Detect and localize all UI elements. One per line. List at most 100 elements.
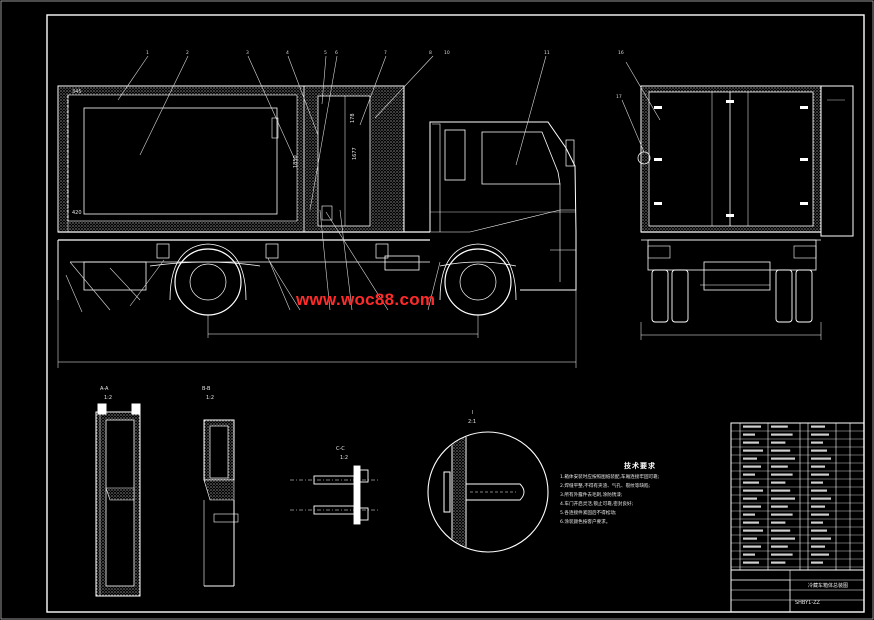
bom-text-mark (743, 433, 755, 436)
drawing-code: SHBY1-ZZ (795, 600, 820, 606)
bom-text-mark (811, 465, 825, 468)
watermark-text: www.woc88.com (296, 290, 436, 309)
svg-text:16: 16 (618, 50, 624, 56)
svg-text:I: I (472, 410, 473, 416)
bom-text-mark (743, 513, 755, 516)
bom-text-mark (743, 457, 757, 460)
rear-view (621, 61, 854, 340)
svg-text:2:1: 2:1 (468, 419, 476, 425)
technical-notes: 技术要求 1.箱体安装时应按照图纸装配,车厢连接牢固可靠; 2.焊缝平整,不得有… (560, 462, 720, 527)
signature-strip (730, 579, 791, 613)
bom-text-mark (743, 441, 759, 444)
svg-text:1:2: 1:2 (206, 395, 214, 401)
svg-text:1850: 1850 (293, 155, 299, 168)
svg-text:C-C: C-C (336, 446, 345, 452)
svg-text:178: 178 (350, 113, 356, 123)
bom-text-mark (811, 425, 825, 428)
bom-text-mark (743, 497, 757, 500)
svg-text:A-A: A-A (100, 386, 109, 392)
svg-text:5: 5 (324, 50, 327, 56)
svg-text:1:2: 1:2 (104, 395, 112, 401)
svg-text:1:2: 1:2 (340, 455, 348, 461)
svg-text:345: 345 (72, 89, 82, 95)
bom-text-mark (811, 449, 827, 452)
bom-text-mark (811, 521, 823, 524)
inline-dimension-text: 345 420 1850 1677 178 (72, 89, 358, 216)
bom-text-mark (811, 513, 829, 516)
bom-text-mark (771, 497, 795, 500)
bom-text-mark (771, 513, 793, 516)
bom-text-mark (771, 505, 788, 508)
svg-text:3: 3 (246, 50, 249, 56)
bom-text-mark (771, 521, 786, 524)
section-a-a: A-A 1:2 (95, 386, 141, 597)
bom-text-mark (771, 545, 788, 548)
note-line: 6.涂装颜色按客户要求。 (560, 520, 611, 525)
bom-text-mark (743, 481, 759, 484)
bom-text-mark (743, 473, 755, 476)
bom-text-mark (811, 561, 823, 564)
bom-text-mark (811, 537, 831, 540)
callout-leaders (65, 55, 547, 313)
bom-text-mark (811, 489, 827, 492)
bom-text-mark (743, 553, 755, 556)
svg-text:4: 4 (286, 50, 289, 56)
detail-c-c: C-C 1:2 (290, 446, 380, 525)
bom-text-mark (743, 537, 757, 540)
bom-text-mark (743, 521, 759, 524)
rear-view-hinges (654, 100, 808, 217)
bom-text-mark (811, 457, 831, 460)
bom-text-mark (771, 537, 795, 540)
bom-text-mark (771, 457, 795, 460)
svg-text:6: 6 (335, 50, 338, 56)
bom-text-mark (771, 561, 786, 564)
bom-text-mark (743, 465, 761, 468)
title-block (730, 422, 865, 613)
bom-text-mark (811, 529, 827, 532)
bom-text-mark (743, 545, 761, 548)
note-line: 4.车门开启灵活,锁止可靠,密封良好; (560, 502, 634, 507)
bom-text-mark (743, 449, 763, 452)
bom-text-mark (811, 481, 823, 484)
svg-text:8: 8 (429, 50, 432, 56)
technical-notes-title: 技术要求 (624, 462, 656, 470)
note-line: 1.箱体安装时应按照图纸装配,车厢连接牢固可靠; (560, 475, 660, 480)
note-line: 2.焊缝平整,不得有夹渣、气孔、裂纹等缺陷; (560, 484, 651, 489)
bom-text-marks (743, 425, 831, 564)
bom-text-mark (811, 553, 829, 556)
svg-text:1: 1 (146, 50, 149, 56)
bom-text-mark (771, 425, 788, 428)
bom-text-mark (743, 489, 763, 492)
drawing-title: 冷藏车箱体总装图 (808, 583, 849, 589)
svg-text:1677: 1677 (352, 147, 358, 160)
svg-text:2: 2 (186, 50, 189, 56)
bom-text-mark (771, 433, 793, 436)
svg-text:10: 10 (444, 50, 450, 56)
bom-text-mark (771, 465, 788, 468)
section-b-b: B-B 1:2 (202, 386, 239, 587)
bom-text-mark (743, 561, 759, 564)
svg-text:17: 17 (616, 94, 622, 100)
svg-text:7: 7 (384, 50, 387, 56)
bom-text-mark (811, 473, 829, 476)
bom-text-mark (811, 505, 825, 508)
bom-text-mark (811, 497, 831, 500)
bom-text-mark (771, 489, 791, 492)
bom-text-mark (771, 473, 793, 476)
svg-text:420: 420 (72, 210, 82, 216)
bom-text-mark (811, 545, 825, 548)
inner-frame (46, 14, 865, 613)
side-view (57, 85, 577, 368)
bom-text-mark (771, 481, 786, 484)
bom-text-mark (771, 529, 791, 532)
bom-text-mark (771, 449, 791, 452)
bom-text-mark (743, 505, 761, 508)
bom-rows (731, 430, 864, 568)
svg-text:B-B: B-B (202, 386, 211, 392)
note-line: 5.各连接件紧固后不得松动; (560, 511, 617, 516)
bom-text-mark (811, 433, 829, 436)
detail-i: I 2:1 (427, 410, 549, 553)
